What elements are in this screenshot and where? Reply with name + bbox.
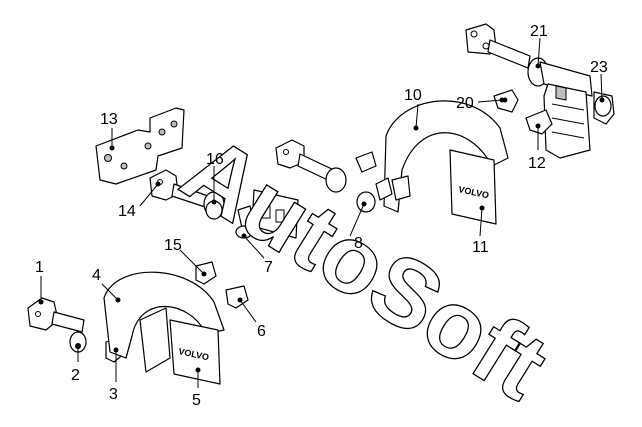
callout-6: 6 (257, 323, 266, 340)
callout-4: 4 (92, 267, 101, 284)
tube-parts (235, 189, 299, 239)
callout-14: 14 (118, 203, 136, 220)
clip-part-12 (525, 109, 553, 135)
callout-labels: 1 2 3 4 5 6 7 8 10 11 12 13 14 15 16 20 … (35, 23, 608, 409)
callout-2: 2 (71, 367, 80, 384)
callout-5: 5 (192, 392, 201, 409)
bracket-part-13 (95, 107, 185, 185)
callout-15: 15 (164, 237, 182, 254)
callout-20: 20 (456, 95, 474, 112)
bracket-assembly-21 (465, 23, 593, 159)
mudflap-part-11: VOLVO (449, 149, 497, 225)
callout-12: 12 (528, 155, 546, 172)
mudguard-part-4 (103, 271, 225, 373)
callout-23: 23 (590, 59, 608, 76)
callout-13: 13 (100, 111, 118, 128)
callout-8: 8 (354, 235, 363, 252)
leader-dots (38, 63, 605, 373)
callout-1: 1 (35, 259, 44, 276)
leader-lines (40, 37, 603, 388)
clamp-part-23 (593, 91, 615, 125)
callout-16: 16 (206, 151, 224, 168)
callout-11: 11 (472, 239, 489, 256)
bracket-part-1 (27, 297, 85, 333)
bracket-assembly-8 (275, 139, 393, 213)
callout-21: 21 (530, 23, 548, 40)
callout-10: 10 (404, 87, 422, 104)
clip-part-6 (225, 285, 249, 309)
mudflap-part-5: VOLVO (169, 319, 221, 385)
callout-7: 7 (264, 259, 273, 276)
clip-part-20 (493, 89, 519, 113)
callout-3: 3 (109, 386, 118, 403)
